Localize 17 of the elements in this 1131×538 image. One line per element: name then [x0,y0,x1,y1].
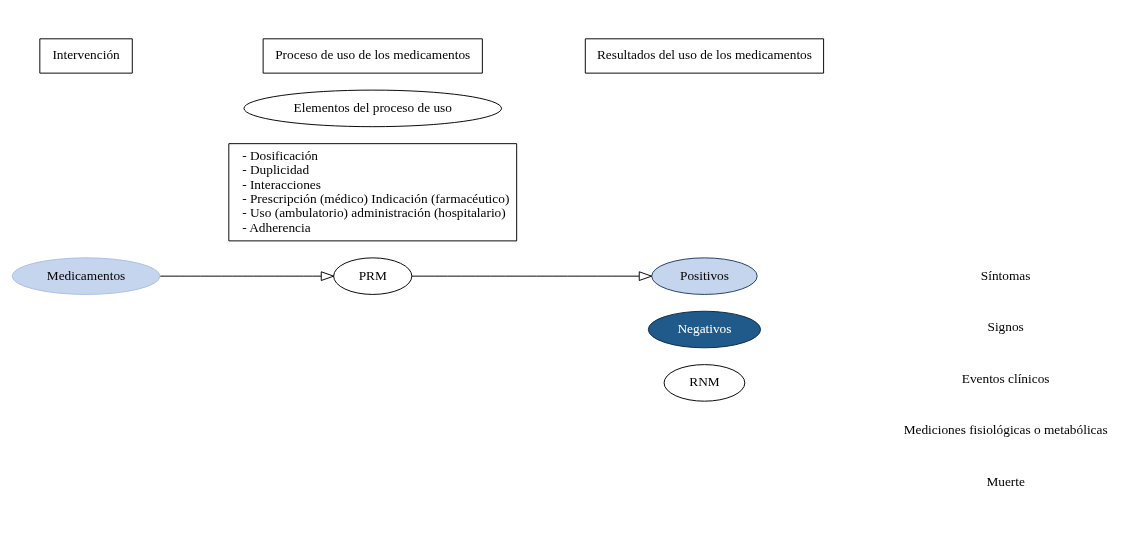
label: Síntomas [980,267,1031,283]
node-box: Resultados del uso de los medicamentos [584,38,825,74]
node-box: Intervención [39,38,133,74]
node-ellipse: Medicamentos [11,257,161,295]
label: Muerte [986,473,1025,489]
label: Mediciones fisiológicas o metabólicas [903,422,1108,438]
label: Eventos clínicos [961,370,1050,386]
node-ellipse: Negativos [647,310,762,349]
node-ellipse: Elementos del proceso de uso [243,89,502,128]
node-ellipse: RNM [663,364,746,402]
arrow [411,271,653,281]
node-ellipse: PRM [333,257,413,295]
arrow [159,271,335,281]
label: Signos [987,319,1024,335]
node-box: - Dosificación - Duplicidad - Interacciones - Prescripción (médico) Indicación (farmacéutico) - Uso (ambulatorio) administración (hospitalario) - Adherencia [228,143,518,242]
node-box: Proceso de uso de los medicamentos [262,38,483,74]
node-ellipse: Positivos [651,257,758,295]
